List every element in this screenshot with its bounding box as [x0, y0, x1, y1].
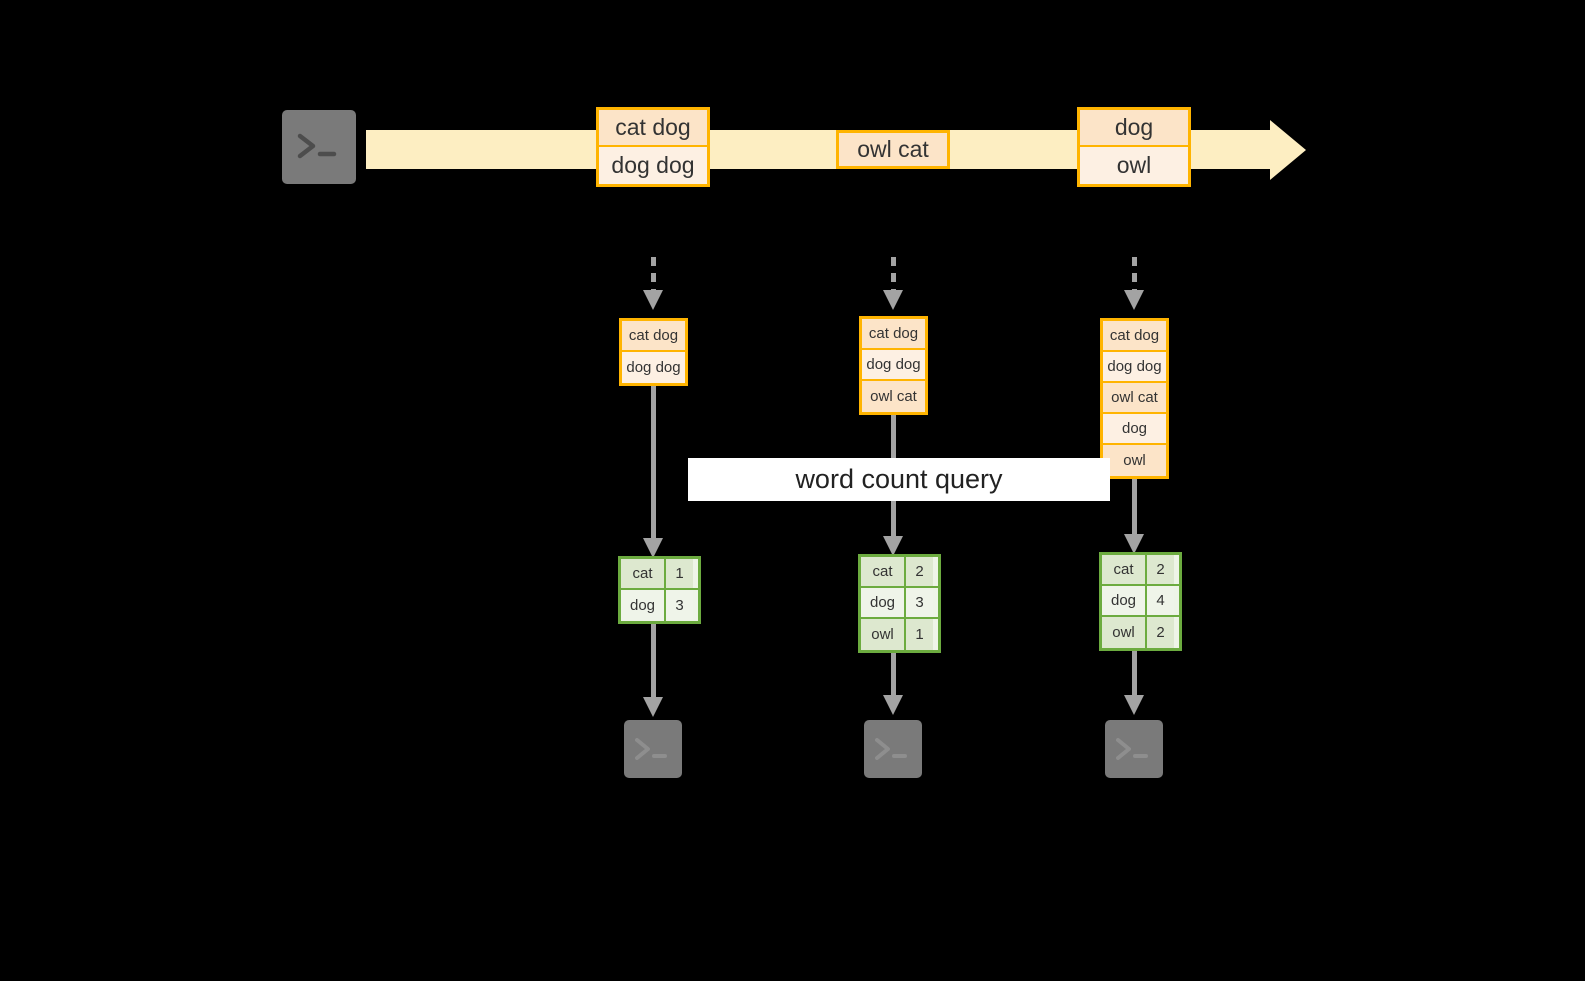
terminal-prompt-glyph [282, 110, 356, 184]
result-row: dog 3 [621, 590, 698, 621]
result-word: cat [621, 559, 666, 588]
result-table-3: cat 2 dog 4 owl 2 [1099, 552, 1182, 651]
connector-state-to-result-3 [1123, 479, 1144, 554]
state-table-2-line-1: cat dog [862, 319, 925, 350]
result-word: cat [1102, 555, 1147, 584]
result-count: 1 [666, 559, 693, 588]
state-table-3-line-3: owl cat [1103, 383, 1166, 414]
connector-result-to-sink-2 [882, 653, 903, 715]
state-table-1-line-1: cat dog [622, 321, 685, 352]
state-table-2: cat dog dog dog owl cat [859, 316, 928, 415]
stream-batch-3: dog owl [1077, 107, 1191, 187]
connector-result-to-sink-3 [1123, 651, 1144, 715]
query-label-banner: word count query [688, 458, 1110, 501]
terminal-prompt-glyph [864, 720, 922, 778]
result-count: 2 [906, 557, 933, 586]
event-stream-arrow-head [1270, 119, 1306, 180]
connector-state-to-result-1 [642, 386, 663, 558]
connector-stream-to-state-2 [882, 257, 903, 310]
connector-stream-to-state-1 [642, 257, 663, 310]
result-count: 3 [906, 588, 933, 617]
state-table-3-line-4: dog [1103, 414, 1166, 445]
result-row: dog 4 [1102, 586, 1179, 617]
state-table-3: cat dog dog dog owl cat dog owl [1100, 318, 1169, 479]
stream-batch-1: cat dog dog dog [596, 107, 710, 187]
terminal-prompt-glyph [1105, 720, 1163, 778]
stream-batch-3-line-2: owl [1080, 147, 1188, 184]
stream-batch-2: owl cat [836, 130, 950, 169]
sink-terminal-icon-2 [857, 713, 929, 785]
sink-terminal-icon-1 [617, 713, 689, 785]
state-table-3-line-5: owl [1103, 445, 1166, 476]
result-row: cat 2 [861, 557, 938, 588]
connector-stream-to-state-3 [1123, 257, 1144, 310]
terminal-prompt-glyph [624, 720, 682, 778]
state-table-1: cat dog dog dog [619, 318, 688, 386]
result-word: cat [861, 557, 906, 586]
state-table-2-line-3: owl cat [862, 381, 925, 412]
result-count: 3 [666, 590, 693, 621]
stream-batch-1-line-1: cat dog [599, 110, 707, 148]
result-row: owl 1 [861, 619, 938, 650]
sink-terminal-icon-3 [1098, 713, 1170, 785]
source-terminal-icon [275, 103, 363, 191]
result-row: cat 2 [1102, 555, 1179, 586]
result-word: dog [1102, 586, 1147, 615]
result-word: dog [621, 590, 666, 621]
state-table-1-line-2: dog dog [622, 352, 685, 383]
state-table-3-line-1: cat dog [1103, 321, 1166, 352]
result-row: dog 3 [861, 588, 938, 619]
connector-result-to-sink-1 [642, 624, 663, 717]
stream-batch-2-line-1: owl cat [839, 133, 947, 166]
result-word: dog [861, 588, 906, 617]
result-word: owl [861, 619, 906, 650]
result-count: 1 [906, 619, 933, 650]
result-row: cat 1 [621, 559, 698, 590]
result-count: 2 [1147, 555, 1174, 584]
stream-batch-1-line-2: dog dog [599, 147, 707, 184]
state-table-2-line-2: dog dog [862, 350, 925, 381]
result-row: owl 2 [1102, 617, 1179, 648]
state-table-3-line-2: dog dog [1103, 352, 1166, 383]
result-table-1: cat 1 dog 3 [618, 556, 701, 624]
result-count: 2 [1147, 617, 1174, 648]
result-table-2: cat 2 dog 3 owl 1 [858, 554, 941, 653]
result-word: owl [1102, 617, 1147, 648]
result-count: 4 [1147, 586, 1174, 615]
stream-batch-3-line-1: dog [1080, 110, 1188, 148]
